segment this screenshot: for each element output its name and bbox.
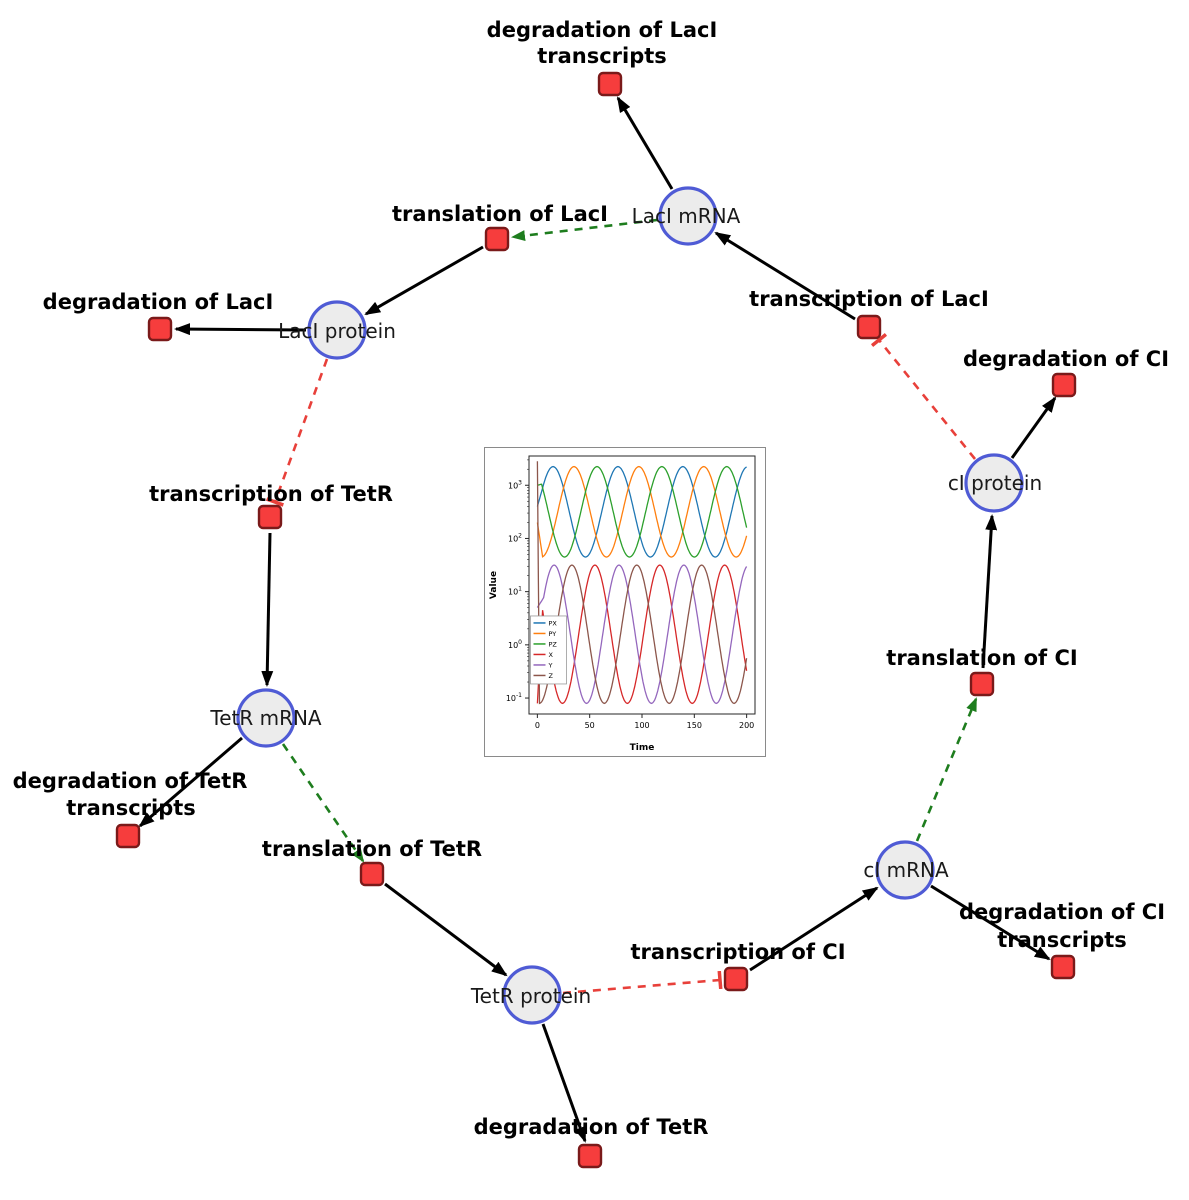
- label-transcription-of-tetr: transcription of TetR: [149, 482, 393, 506]
- edge-translation-of-laci-to-laci-protein: [364, 245, 484, 316]
- label-laci-protein: LacI protein: [278, 319, 396, 343]
- label-tetr-protein: TetR protein: [470, 984, 591, 1008]
- edge-tetr-protein-to-degradation-of-tetr: [541, 1023, 587, 1143]
- x-tick-label: 50: [585, 721, 595, 730]
- label-ci-mrna: cI mRNA: [863, 858, 949, 882]
- edge-ci-protein-to-degradation-of-ci: [1010, 396, 1057, 459]
- reaction-node-translation-of-ci[interactable]: [969, 671, 995, 697]
- label-degradation-of-ci-transcripts-line2: transcripts: [997, 928, 1127, 952]
- edge-inhibition-tetr-protein-to-transcription-of-ci: [562, 970, 723, 995]
- y-tick-label: 102: [508, 532, 522, 543]
- edge-transcription-of-tetr-to-tetr-mrna: [261, 532, 274, 687]
- species-node-laci-protein[interactable]: [307, 300, 367, 360]
- label-degradation-of-ci-transcripts-line1: degradation of CI: [959, 900, 1165, 924]
- y-tick-label: 103: [508, 479, 522, 490]
- reaction-node-degradation-of-ci[interactable]: [1051, 372, 1077, 398]
- edge-tetr-mrna-to-degradation-of-tetr-transcripts: [138, 736, 243, 828]
- x-tick-label: 150: [687, 721, 702, 730]
- edge-transcription-of-ci-to-ci-mrna: [749, 886, 879, 972]
- reaction-node-transcription-of-laci[interactable]: [856, 314, 882, 340]
- series-y: [536, 564, 748, 705]
- label-degradation-of-ci: degradation of CI: [963, 347, 1169, 371]
- edge-modifier-ci-mrna-to-translation-of-ci: [915, 697, 978, 842]
- legend-label-z: Z: [549, 672, 554, 680]
- label-translation-of-laci: translation of LacI: [392, 202, 608, 226]
- species-node-ci-mrna[interactable]: [875, 840, 935, 900]
- legend-label-x: X: [549, 651, 554, 659]
- label-degradation-of-laci-transcripts-line1: degradation of LacI: [487, 18, 718, 42]
- edge-translation-of-tetr-to-tetr-protein: [384, 882, 508, 977]
- edge-laci-mrna-to-degradation-of-laci-transcripts: [616, 96, 674, 190]
- y-axis-label: Value: [489, 571, 499, 599]
- reaction-node-degradation-of-laci[interactable]: [147, 316, 173, 342]
- label-degradation-of-tetr-transcripts-line2: transcripts: [66, 796, 196, 820]
- label-laci-mrna: LacI mRNA: [632, 204, 741, 228]
- x-tick-label: 200: [739, 721, 754, 730]
- label-degradation-of-laci: degradation of LacI: [43, 290, 274, 314]
- edge-inhibition-laci-protein-to-transcription-of-tetr: [265, 358, 329, 507]
- y-tick-label: 10-1: [506, 692, 522, 703]
- reaction-node-transcription-of-tetr[interactable]: [257, 504, 283, 530]
- edge-inhibition-ci-protein-to-transcription-of-laci: [870, 332, 977, 460]
- species-node-tetr-mrna[interactable]: [236, 688, 296, 748]
- reaction-node-degradation-of-tetr[interactable]: [577, 1143, 603, 1169]
- legend-label-y: Y: [548, 661, 553, 669]
- series-x: [536, 564, 748, 705]
- label-translation-of-tetr: translation of TetR: [262, 837, 482, 861]
- edge-translation-of-ci-to-ci-protein: [981, 514, 998, 669]
- label-transcription-of-ci: transcription of CI: [630, 940, 845, 964]
- edge-modifier-laci-mrna-to-translation-of-laci: [511, 218, 658, 242]
- y-tick-label: 100: [508, 639, 522, 650]
- y-tick-label: 101: [508, 586, 522, 597]
- legend-label-px: PX: [549, 619, 558, 627]
- x-tick-label: 0: [535, 721, 540, 730]
- series-z: [536, 461, 748, 705]
- label-degradation-of-laci-transcripts-line2: transcripts: [537, 44, 667, 68]
- reaction-node-transcription-of-ci[interactable]: [723, 966, 749, 992]
- legend-label-pz: PZ: [549, 640, 558, 648]
- label-transcription-of-laci: transcription of LacI: [749, 287, 989, 311]
- species-node-tetr-protein[interactable]: [502, 965, 562, 1025]
- label-degradation-of-tetr-transcripts-line1: degradation of TetR: [13, 769, 248, 793]
- label-translation-of-ci: translation of CI: [886, 646, 1077, 670]
- label-degradation-of-tetr: degradation of TetR: [474, 1115, 709, 1139]
- label-ci-protein: cI protein: [948, 471, 1042, 495]
- legend-label-py: PY: [549, 630, 557, 638]
- reaction-node-translation-of-tetr[interactable]: [359, 861, 385, 887]
- species-node-laci-mrna[interactable]: [658, 186, 718, 246]
- legend-box: [530, 615, 567, 685]
- series-pz: [537, 465, 748, 558]
- reaction-node-degradation-of-ci-transcripts[interactable]: [1050, 954, 1076, 980]
- series-px: [536, 465, 747, 558]
- edge-transcription-of-laci-to-laci-mrna: [714, 231, 856, 321]
- series-py: [536, 465, 748, 558]
- reaction-node-degradation-of-laci-transcripts[interactable]: [597, 71, 623, 97]
- reaction-node-degradation-of-tetr-transcripts[interactable]: [115, 823, 141, 849]
- x-tick-label: 100: [634, 721, 649, 730]
- edge-laci-protein-to-degradation-of-laci: [174, 323, 307, 336]
- reaction-node-translation-of-laci[interactable]: [484, 226, 510, 252]
- edge-ci-mrna-to-degradation-of-ci-transcripts: [930, 884, 1051, 961]
- species-node-ci-protein[interactable]: [964, 453, 1024, 513]
- x-axis-label: Time: [630, 743, 655, 753]
- label-tetr-mrna: TetR mRNA: [209, 706, 322, 730]
